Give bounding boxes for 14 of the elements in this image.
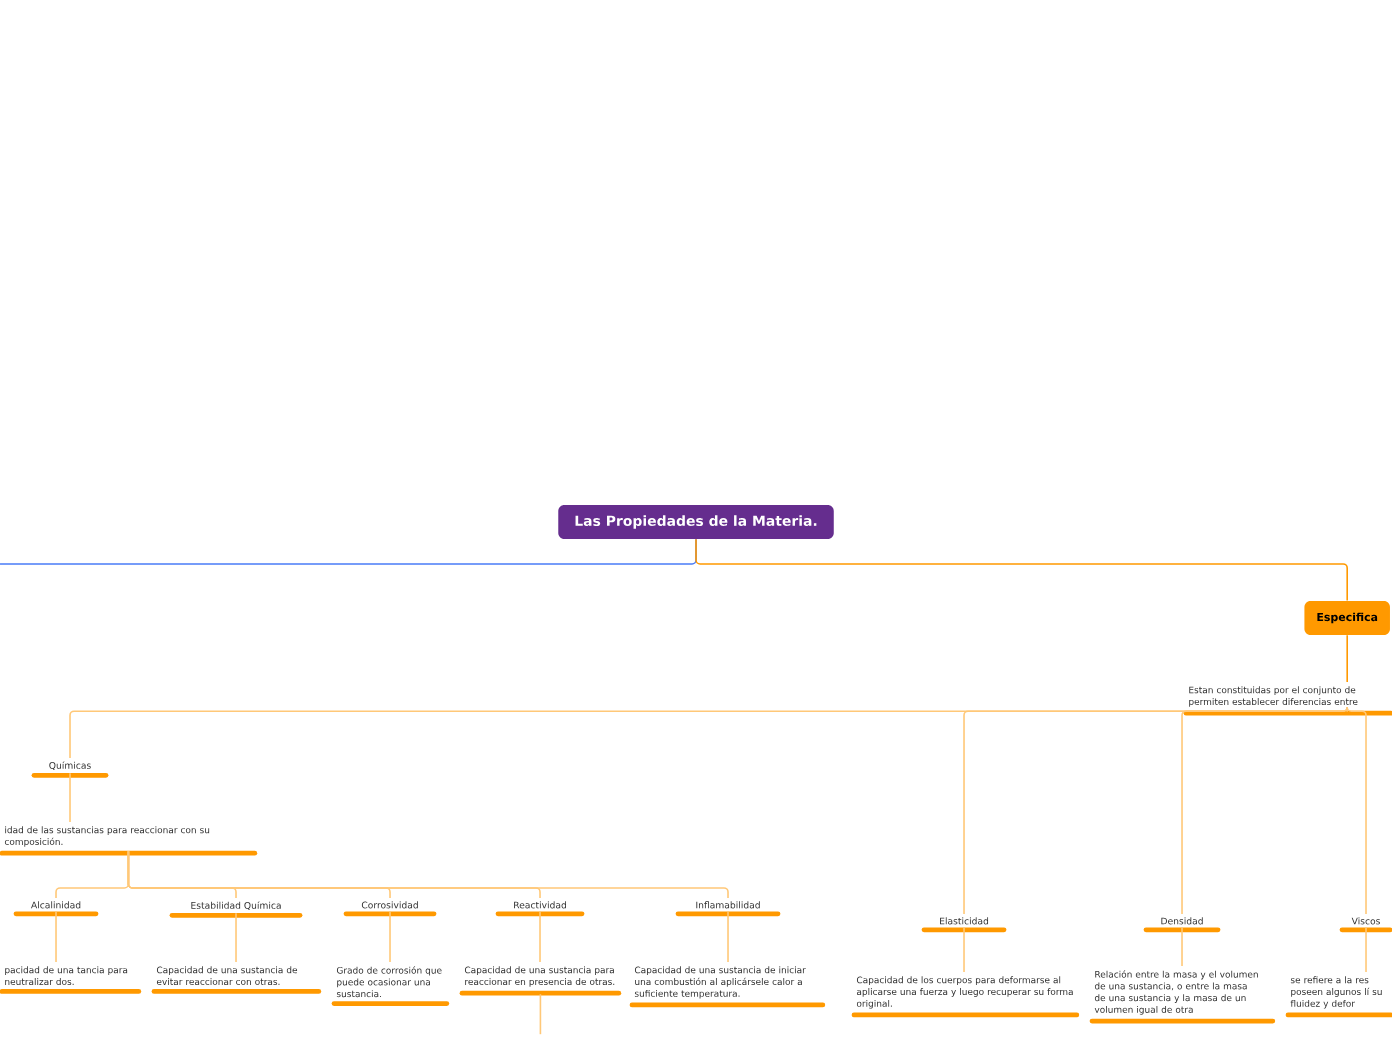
- connector-line: [1181, 927, 1183, 967]
- connector-line: [1181, 706, 1348, 915]
- connector-line: [235, 912, 237, 963]
- connector-line: [55, 911, 57, 963]
- connector-line: [389, 911, 391, 963]
- connector-line: [1346, 706, 1367, 915]
- connector-line: [727, 911, 729, 963]
- connector-line: [539, 911, 541, 963]
- connector-line: [695, 538, 1348, 602]
- connector-line: [1365, 927, 1367, 973]
- connector-line: [127, 850, 729, 899]
- connector-line: [69, 772, 71, 823]
- connector-line: [963, 927, 965, 973]
- connector-line: [1346, 634, 1348, 683]
